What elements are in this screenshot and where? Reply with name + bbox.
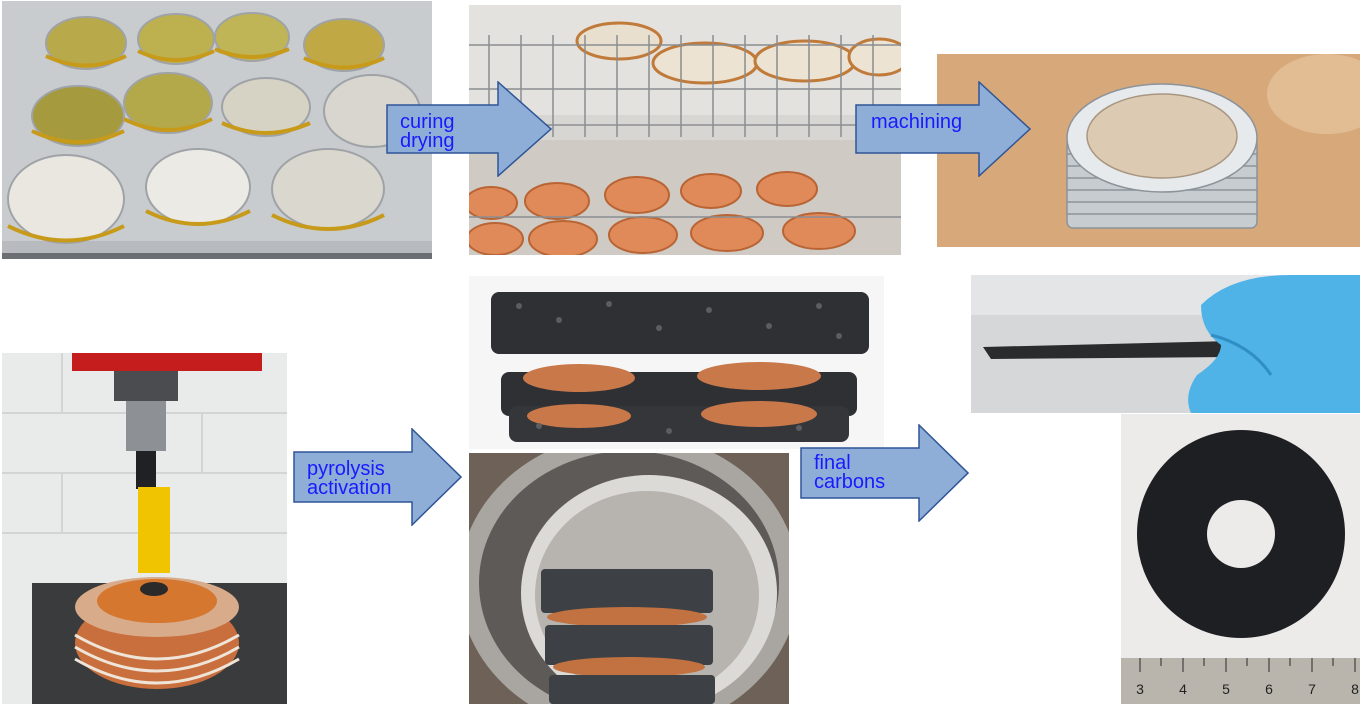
hole-saw-drilling-photo bbox=[2, 353, 287, 704]
right-arrow-icon bbox=[800, 424, 969, 522]
right-arrow-icon bbox=[386, 81, 552, 177]
carbon-strip-glove-photo bbox=[971, 275, 1360, 413]
ruler-tick-5: 5 bbox=[1222, 681, 1230, 697]
ruler-tick-6: 6 bbox=[1265, 681, 1273, 697]
step-label-final-carbons: final carbons bbox=[814, 452, 886, 493]
step-label-line: machining bbox=[871, 111, 963, 133]
step-label-line: carbons bbox=[814, 471, 886, 493]
ruler-ticks: 3 4 5 6 7 8 bbox=[1136, 681, 1359, 697]
step-label-line: pyrolysis bbox=[307, 458, 385, 480]
ruler-tick-3: 3 bbox=[1136, 681, 1144, 697]
arrow-final-carbons: final carbons bbox=[800, 424, 969, 522]
step-label-line: final bbox=[814, 452, 851, 474]
petri-dishes-resin-photo bbox=[2, 1, 432, 259]
step-label-line: curing bbox=[400, 111, 455, 133]
ruler-tick-8: 8 bbox=[1351, 681, 1359, 697]
ruler-tick-4: 4 bbox=[1179, 681, 1187, 697]
tube-furnace-photo bbox=[469, 453, 789, 704]
carbon-ring-disc-photo: 3 4 5 6 7 8 bbox=[1121, 414, 1360, 704]
ruler-tick-7: 7 bbox=[1308, 681, 1316, 697]
arrow-pyrolysis-activation: pyrolysis activation bbox=[293, 428, 462, 526]
step-label-line: activation bbox=[307, 477, 392, 499]
step-label-line: drying bbox=[400, 130, 455, 152]
right-arrow-icon bbox=[293, 428, 462, 526]
stacked-foam-discs-photo bbox=[469, 276, 884, 449]
arrow-machining: machining bbox=[855, 81, 1031, 177]
step-label-pyrolysis-activation: pyrolysis activation bbox=[307, 458, 392, 499]
step-label-curing-drying: curing drying bbox=[400, 111, 455, 152]
oven-curing-photo bbox=[469, 5, 901, 255]
right-arrow-icon bbox=[855, 81, 1031, 177]
arrow-curing-drying: curing drying bbox=[386, 81, 552, 177]
step-label-machining: machining bbox=[871, 111, 963, 133]
